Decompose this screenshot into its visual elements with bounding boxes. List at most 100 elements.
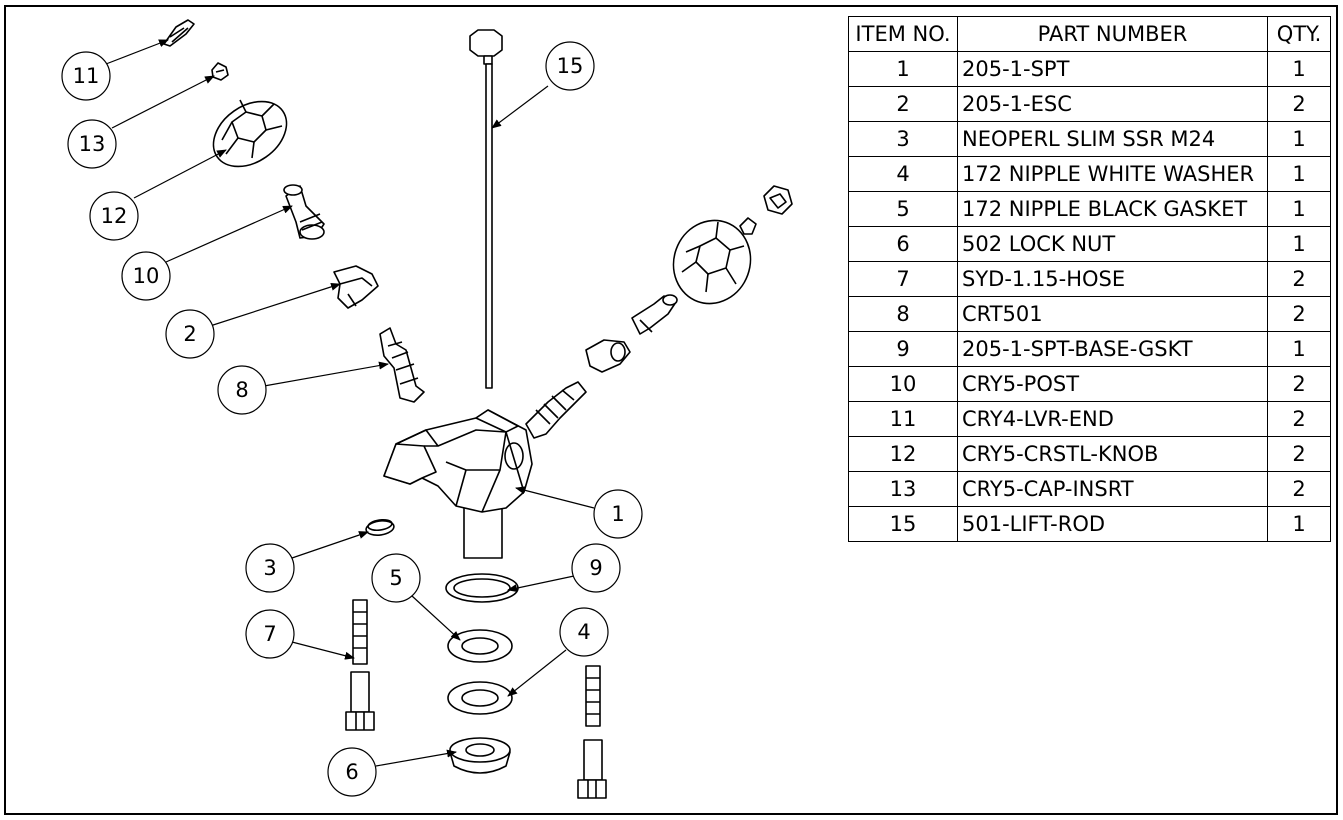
balloon-2-label: 2 <box>183 322 196 346</box>
bom-header-row: ITEM NO. PART NUMBER QTY. <box>848 16 1331 52</box>
bom-item-no: 7 <box>848 261 958 297</box>
balloon-8-label: 8 <box>235 378 248 402</box>
bom-part-number: 205-1-SPT-BASE-GSKT <box>957 331 1268 367</box>
bom-qty: 2 <box>1267 86 1331 122</box>
bom-qty: 2 <box>1267 261 1331 297</box>
bom-header-item-no: ITEM NO. <box>848 16 958 52</box>
bom-part-number: 205-1-ESC <box>957 86 1268 122</box>
bom-part-number: CRY5-CAP-INSRT <box>957 471 1268 507</box>
bom-part-number: 172 NIPPLE BLACK GASKET <box>957 191 1268 227</box>
bom-item-no: 12 <box>848 436 958 472</box>
bom-qty: 2 <box>1267 401 1331 437</box>
bom-item-no: 4 <box>848 156 958 192</box>
bom-qty: 1 <box>1267 226 1331 262</box>
balloon-5: 5 <box>371 553 421 603</box>
bom-part-number: 502 LOCK NUT <box>957 226 1268 262</box>
balloon-13-label: 13 <box>79 132 106 156</box>
balloon-5-label: 5 <box>389 566 402 590</box>
bom-qty: 2 <box>1267 296 1331 332</box>
balloon-9: 9 <box>571 543 621 593</box>
balloon-11-label: 11 <box>73 64 100 88</box>
part-10-post <box>283 184 325 240</box>
balloon-4: 4 <box>559 607 609 657</box>
part-8-cartridge <box>379 327 425 403</box>
bom-qty: 2 <box>1267 436 1331 472</box>
part-12-crystal-knob <box>212 99 288 168</box>
balloon-9-label: 9 <box>589 556 602 580</box>
balloon-1-label: 1 <box>611 502 624 526</box>
bom-qty: 1 <box>1267 191 1331 227</box>
bom-item-no: 11 <box>848 401 958 437</box>
bom-part-number: CRT501 <box>957 296 1268 332</box>
part-5-black-gasket <box>447 629 513 663</box>
bom-item-no: 15 <box>848 506 958 542</box>
balloon-13: 13 <box>67 119 117 169</box>
balloon-10: 10 <box>121 251 171 301</box>
bom-part-number: 172 NIPPLE WHITE WASHER <box>957 156 1268 192</box>
balloon-15-label: 15 <box>557 54 584 78</box>
bom-qty: 1 <box>1267 331 1331 367</box>
part-10-post-right <box>631 294 678 335</box>
part-8-cartridge-right <box>525 381 587 439</box>
bom-qty: 1 <box>1267 121 1331 157</box>
bom-qty: 1 <box>1267 156 1331 192</box>
bom-part-number: NEOPERL SLIM SSR M24 <box>957 121 1268 157</box>
balloon-12: 12 <box>89 191 139 241</box>
part-1-spout-body <box>383 409 533 559</box>
bom-item-no: 1 <box>848 51 958 87</box>
balloon-7-label: 7 <box>263 622 276 646</box>
balloon-6-label: 6 <box>345 760 358 784</box>
balloon-10-label: 10 <box>133 264 160 288</box>
bom-item-no: 13 <box>848 471 958 507</box>
bom-part-number: CRY5-CRSTL-KNOB <box>957 436 1268 472</box>
part-13-cap-insert <box>211 62 229 81</box>
part-3-aerator <box>365 518 395 537</box>
part-7-hose-left <box>345 599 375 731</box>
bom-item-no: 10 <box>848 366 958 402</box>
bom-item-no: 5 <box>848 191 958 227</box>
part-4-white-washer <box>447 681 513 715</box>
part-13-cap-insert-right <box>739 217 757 235</box>
balloon-3: 3 <box>245 543 295 593</box>
bom-part-number: 205-1-SPT <box>957 51 1268 87</box>
leader-lines <box>105 39 595 767</box>
bom-item-no: 2 <box>848 86 958 122</box>
bom-item-no: 8 <box>848 296 958 332</box>
bom-qty: 1 <box>1267 51 1331 87</box>
balloon-7: 7 <box>245 609 295 659</box>
balloon-11: 11 <box>61 51 111 101</box>
part-9-base-gasket <box>445 573 519 603</box>
part-15-lift-rod <box>469 29 503 389</box>
balloon-3-label: 3 <box>263 556 276 580</box>
item-balloons: 11 13 12 10 2 8 15 1 3 5 9 7 4 6 <box>61 41 643 797</box>
balloon-12-label: 12 <box>101 204 128 228</box>
part-11-lever-end <box>163 19 195 47</box>
bom-header-qty: QTY. <box>1267 16 1331 52</box>
part-11-lever-end-right <box>763 185 793 215</box>
balloon-2: 2 <box>165 309 215 359</box>
bom-item-no: 3 <box>848 121 958 157</box>
part-7-hose-right <box>577 665 607 799</box>
bom-part-number: SYD-1.15-HOSE <box>957 261 1268 297</box>
part-12-crystal-knob-right <box>672 219 752 305</box>
balloon-15: 15 <box>545 41 595 91</box>
bom-header-part-number: PART NUMBER <box>957 16 1268 52</box>
bom-item-no: 6 <box>848 226 958 262</box>
balloon-8: 8 <box>217 365 267 415</box>
balloon-4-label: 4 <box>577 620 590 644</box>
